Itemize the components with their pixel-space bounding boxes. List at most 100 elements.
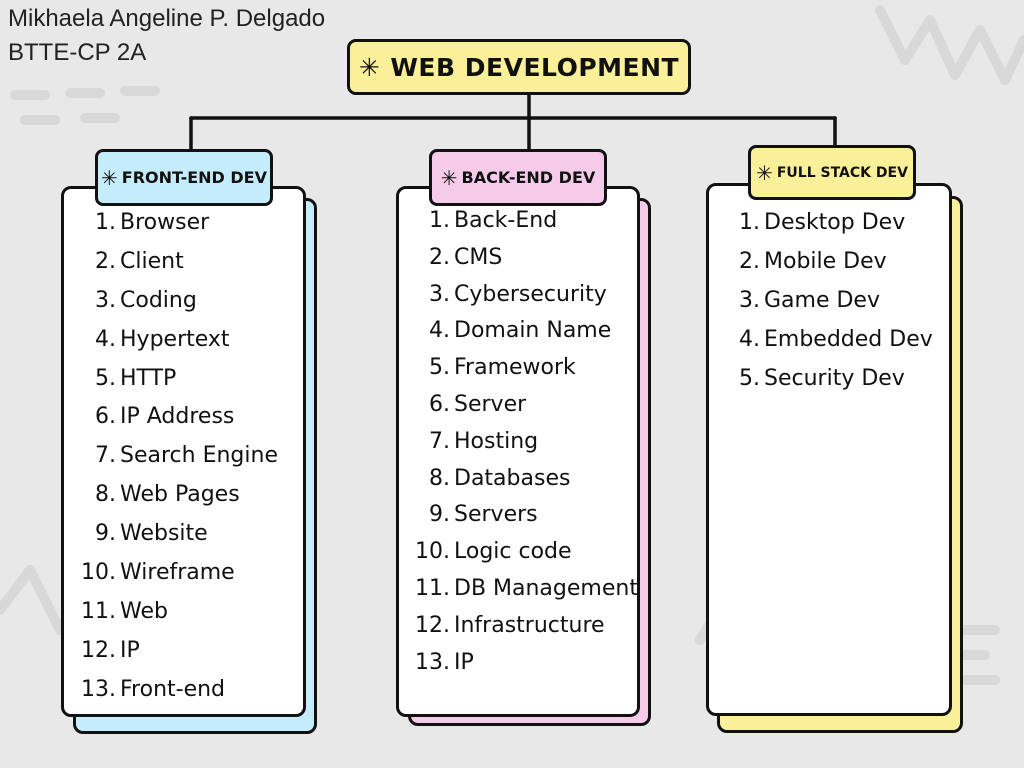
item-label: DB Management [454,575,638,601]
list-item: 1.Browser [76,208,301,247]
list-item: 3.Game Dev [720,286,945,325]
item-label: Infrastructure [454,612,605,638]
item-label: Hypertext [120,326,230,352]
list-item: 12.Infrastructure [410,611,635,648]
root-label: WEB DEVELOPMENT [390,52,680,82]
item-label: Domain Name [454,318,612,344]
front-end-tab: ✳ FRONT-END DEV [95,149,273,206]
item-number: 3. [95,287,116,313]
list-item: 12.IP [76,636,301,675]
list-item: 1.Back-End [410,206,635,243]
item-label: Browser [120,210,210,235]
item-label: Security Dev [764,365,905,391]
list-item: 13.IP [410,648,635,685]
list-item: 5.Security Dev [720,364,945,403]
item-number: 1. [739,210,760,235]
asterisk-icon: ✳ [358,52,381,82]
item-label: IP [454,649,474,675]
item-number: 2. [739,248,760,274]
list-item: 2.CMS [410,243,635,280]
item-label: Server [454,391,527,417]
item-number: 13. [81,676,116,702]
item-label: Game Dev [764,287,880,313]
item-number: 5. [429,355,450,381]
item-number: 5. [95,365,116,391]
full-stack-card [706,183,952,716]
item-number: 4. [739,326,760,352]
list-item: 5.HTTP [76,364,301,403]
item-label: Back-End [454,208,558,233]
root-node-web-development: ✳ WEB DEVELOPMENT [347,39,691,95]
list-item: 2.Mobile Dev [720,247,945,286]
item-label: Cybersecurity [454,281,607,307]
list-item: 6.IP Address [76,402,301,441]
list-item: 4.Domain Name [410,316,635,353]
item-number: 6. [429,391,450,417]
item-number: 8. [95,482,116,508]
front-end-card [61,186,306,717]
item-number: 8. [429,465,450,491]
list-item: 13.Front-end [76,675,301,714]
list-item: 6.Server [410,390,635,427]
list-item: 11.DB Management [410,574,638,611]
item-label: Web Pages [120,482,240,508]
item-number: 4. [95,326,116,352]
item-number: 9. [429,502,450,528]
list-item: 3.Coding [76,286,301,325]
item-number: 1. [95,210,116,235]
item-label: Web [120,598,168,624]
item-number: 3. [429,281,450,307]
item-label: Coding [120,287,197,313]
item-label: Databases [454,465,571,491]
item-label: Wireframe [120,560,235,586]
author-name: Mikhaela Angeline P. Delgado [8,5,326,32]
item-label: Mobile Dev [764,248,887,274]
asterisk-icon: ✳ [756,160,773,185]
item-number: 11. [415,575,450,601]
back-end-tab: ✳ BACK-END DEV [429,149,607,206]
item-number: 6. [95,404,116,430]
back-end-title: BACK-END DEV [461,168,596,187]
item-number: 3. [739,287,760,313]
list-item: 10.Logic code [410,537,635,574]
item-number: 7. [95,443,116,469]
list-item: 3.Cybersecurity [410,280,635,317]
front-end-title: FRONT-END DEV [121,168,267,187]
item-label: Embedded Dev [764,326,933,352]
author-section: BTTE-CP 2A [8,39,147,66]
list-item: 7.Search Engine [76,441,301,480]
list-item: 11.Web [76,597,301,636]
item-label: IP Address [120,404,235,430]
asterisk-icon: ✳ [440,165,458,190]
list-item: 4.Embedded Dev [720,325,945,364]
item-number: 11. [81,598,116,624]
item-number: 10. [415,539,450,565]
item-number: 13. [415,649,450,675]
list-item: 5.Framework [410,353,635,390]
item-label: Desktop Dev [764,210,906,235]
full-stack-title: FULL STACK DEV [776,164,908,181]
back-end-card [396,186,640,717]
item-label: Hosting [454,428,539,454]
list-item: 10.Wireframe [76,558,301,597]
list-item: 7.Hosting [410,427,635,464]
list-item: 8.Web Pages [76,480,301,519]
item-number: 2. [95,248,116,274]
list-item: 4.Hypertext [76,325,301,364]
item-number: 9. [95,521,116,547]
item-number: 7. [429,428,450,454]
item-label: Client [120,248,184,274]
item-number: 1. [429,208,450,233]
author-block: Mikhaela Angeline P. Delgado BTTE-CP 2A [8,2,325,70]
item-number: 4. [429,318,450,344]
item-label: Logic code [454,539,572,565]
item-label: Search Engine [120,443,278,469]
list-item: 8.Databases [410,464,635,501]
asterisk-icon: ✳ [101,165,118,190]
item-label: HTTP [120,365,177,391]
list-item: 1.Desktop Dev [720,208,945,247]
